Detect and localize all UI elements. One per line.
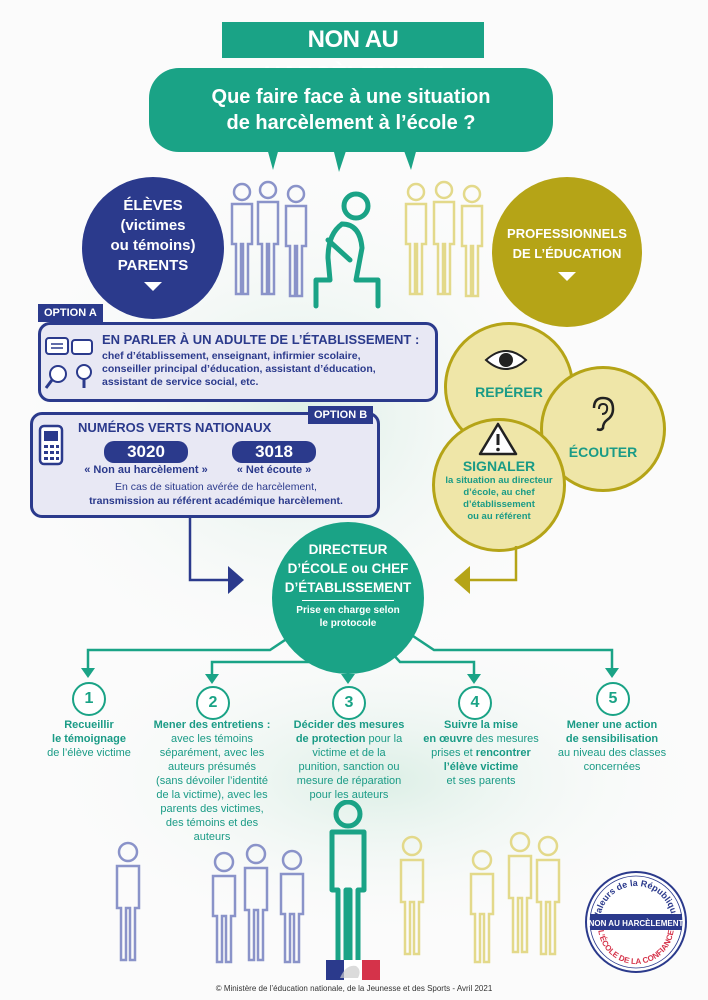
professionnels-arrow-icon — [558, 272, 576, 281]
ear-icon — [592, 396, 615, 432]
school-values-seal: Valeurs de la République NON AU HARCÈLEM… — [585, 871, 687, 973]
option-a-heading: EN PARLER À UN ADULTE DE L’ÉTABLISSEMENT… — [102, 332, 420, 347]
step-3-text: Décider des mesures de protection pour l… — [293, 719, 405, 801]
step-number: 2 — [196, 686, 230, 720]
phone-3018: 3018 — [232, 441, 316, 463]
step-1-text: Recueillir le témoignage de l’élève vict… — [47, 719, 131, 759]
professionnels-circle — [492, 177, 642, 327]
svg-text:NON AU HARCÈLEMENT: NON AU HARCÈLEMENT — [589, 919, 684, 928]
footer-copyright: © Ministère de l’éducation nationale, de… — [215, 984, 493, 993]
warning-icon — [478, 422, 518, 456]
step-5-text: Mener une action de sensibilisation au n… — [557, 719, 667, 773]
option-a-tag: OPTION A — [38, 304, 103, 322]
phone-3020-label: « Non au harcèlement » — [84, 464, 208, 476]
bubble-tails — [267, 148, 417, 172]
signaler-text: la situation au directeur d’école, au ch… — [445, 475, 553, 522]
step-number: 4 — [458, 686, 492, 720]
question-bubble — [149, 68, 553, 152]
directeur-label: DIRECTEUR D’ÉCOLE ou CHEF D’ÉTABLISSEMEN… — [284, 542, 412, 595]
eye-icon — [484, 350, 528, 370]
phone-3018-label: « Net écoute » — [236, 464, 312, 476]
option-b-heading: NUMÉROS VERTS NATIONAUX — [78, 420, 272, 435]
phone-3020: 3020 — [104, 441, 188, 463]
people-illustration-bottom — [115, 800, 561, 967]
directeur-underline — [302, 600, 394, 601]
option-b-text: En cas de situation avérée de harcèlemen… — [89, 481, 343, 507]
reperer-label: REPÉRER — [475, 384, 543, 400]
step-4-text: Suivre la mise en œuvre des mesures pris… — [423, 719, 539, 787]
option-a-box — [38, 322, 438, 402]
step-number: 3 — [332, 686, 366, 720]
step-number: 1 — [72, 682, 106, 716]
speech-bubbles-icon — [44, 337, 93, 389]
eleves-label: ÉLÈVES (victimes ou témoins) PARENTS — [110, 197, 196, 274]
mobile-phone-icon — [38, 424, 64, 466]
option-b-box — [30, 412, 380, 518]
question-text: Que faire face à une situation de harcèl… — [211, 86, 491, 134]
signaler-heading: SIGNALER — [462, 458, 536, 474]
ecouter-label: ÉCOUTER — [568, 444, 638, 460]
professionnels-label: PROFESSIONNELS DE L’ÉDUCATION — [507, 226, 627, 261]
option-b-tag: OPTION B — [308, 406, 374, 424]
people-illustration-top — [230, 180, 484, 309]
eleves-circle — [82, 177, 224, 319]
directeur-sub: Prise en charge selon le protocole — [296, 605, 400, 629]
directeur-circle — [272, 522, 424, 674]
step-number: 5 — [596, 682, 630, 716]
step-2-text: Mener des entretiens : avec les témoins … — [153, 719, 271, 843]
option-a-text: chef d’établissement, enseignant, infirm… — [102, 350, 376, 388]
republique-francaise-logo — [326, 960, 380, 980]
eleves-arrow-icon — [144, 282, 162, 291]
